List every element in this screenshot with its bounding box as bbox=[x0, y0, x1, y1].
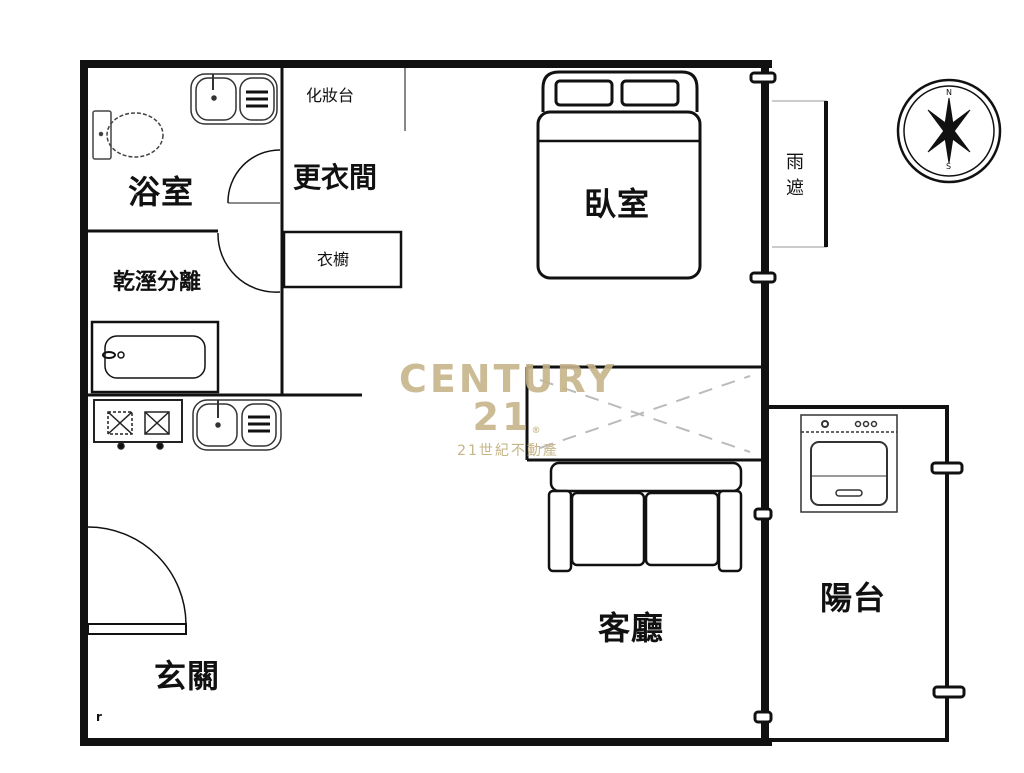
rain-shelter-outline bbox=[772, 100, 828, 248]
compass-icon bbox=[896, 78, 1002, 184]
doors bbox=[87, 149, 281, 635]
interior-walls bbox=[88, 66, 763, 462]
label-vanity: 化妝台 bbox=[306, 86, 355, 105]
room-label-bathroom: 浴室 bbox=[128, 173, 195, 211]
outer-walls bbox=[80, 60, 772, 746]
window-markers bbox=[749, 71, 966, 724]
kitchen-sink-icon bbox=[192, 399, 282, 451]
room-label-bedroom: 臥室 bbox=[584, 185, 651, 223]
bathroom-sink-icon bbox=[190, 73, 278, 125]
wardrobe-box bbox=[282, 230, 403, 289]
room-label-living-room: 客廳 bbox=[598, 609, 665, 647]
room-label-dressing-room: 更衣間 bbox=[293, 161, 378, 194]
label-rain-shelter: 雨遮 bbox=[783, 152, 804, 204]
bathtub-icon bbox=[90, 320, 220, 394]
room-label-balcony: 陽台 bbox=[820, 579, 887, 617]
corner-mark: r bbox=[96, 710, 102, 724]
balcony-walls bbox=[768, 405, 949, 742]
compass-north-label: N bbox=[946, 88, 952, 97]
washing-machine-icon bbox=[800, 414, 898, 513]
toilet-icon bbox=[92, 110, 164, 160]
compass-south-label: S bbox=[946, 162, 952, 171]
room-label-entrance: 玄關 bbox=[154, 657, 221, 695]
bed-icon bbox=[536, 70, 702, 280]
tv-cabinet-icon bbox=[539, 375, 751, 453]
stove-icon bbox=[93, 399, 183, 450]
label-wardrobe: 衣櫥 bbox=[317, 250, 350, 269]
sofa-icon bbox=[547, 461, 743, 573]
room-label-dry-wet-separation: 乾溼分離 bbox=[113, 270, 202, 295]
